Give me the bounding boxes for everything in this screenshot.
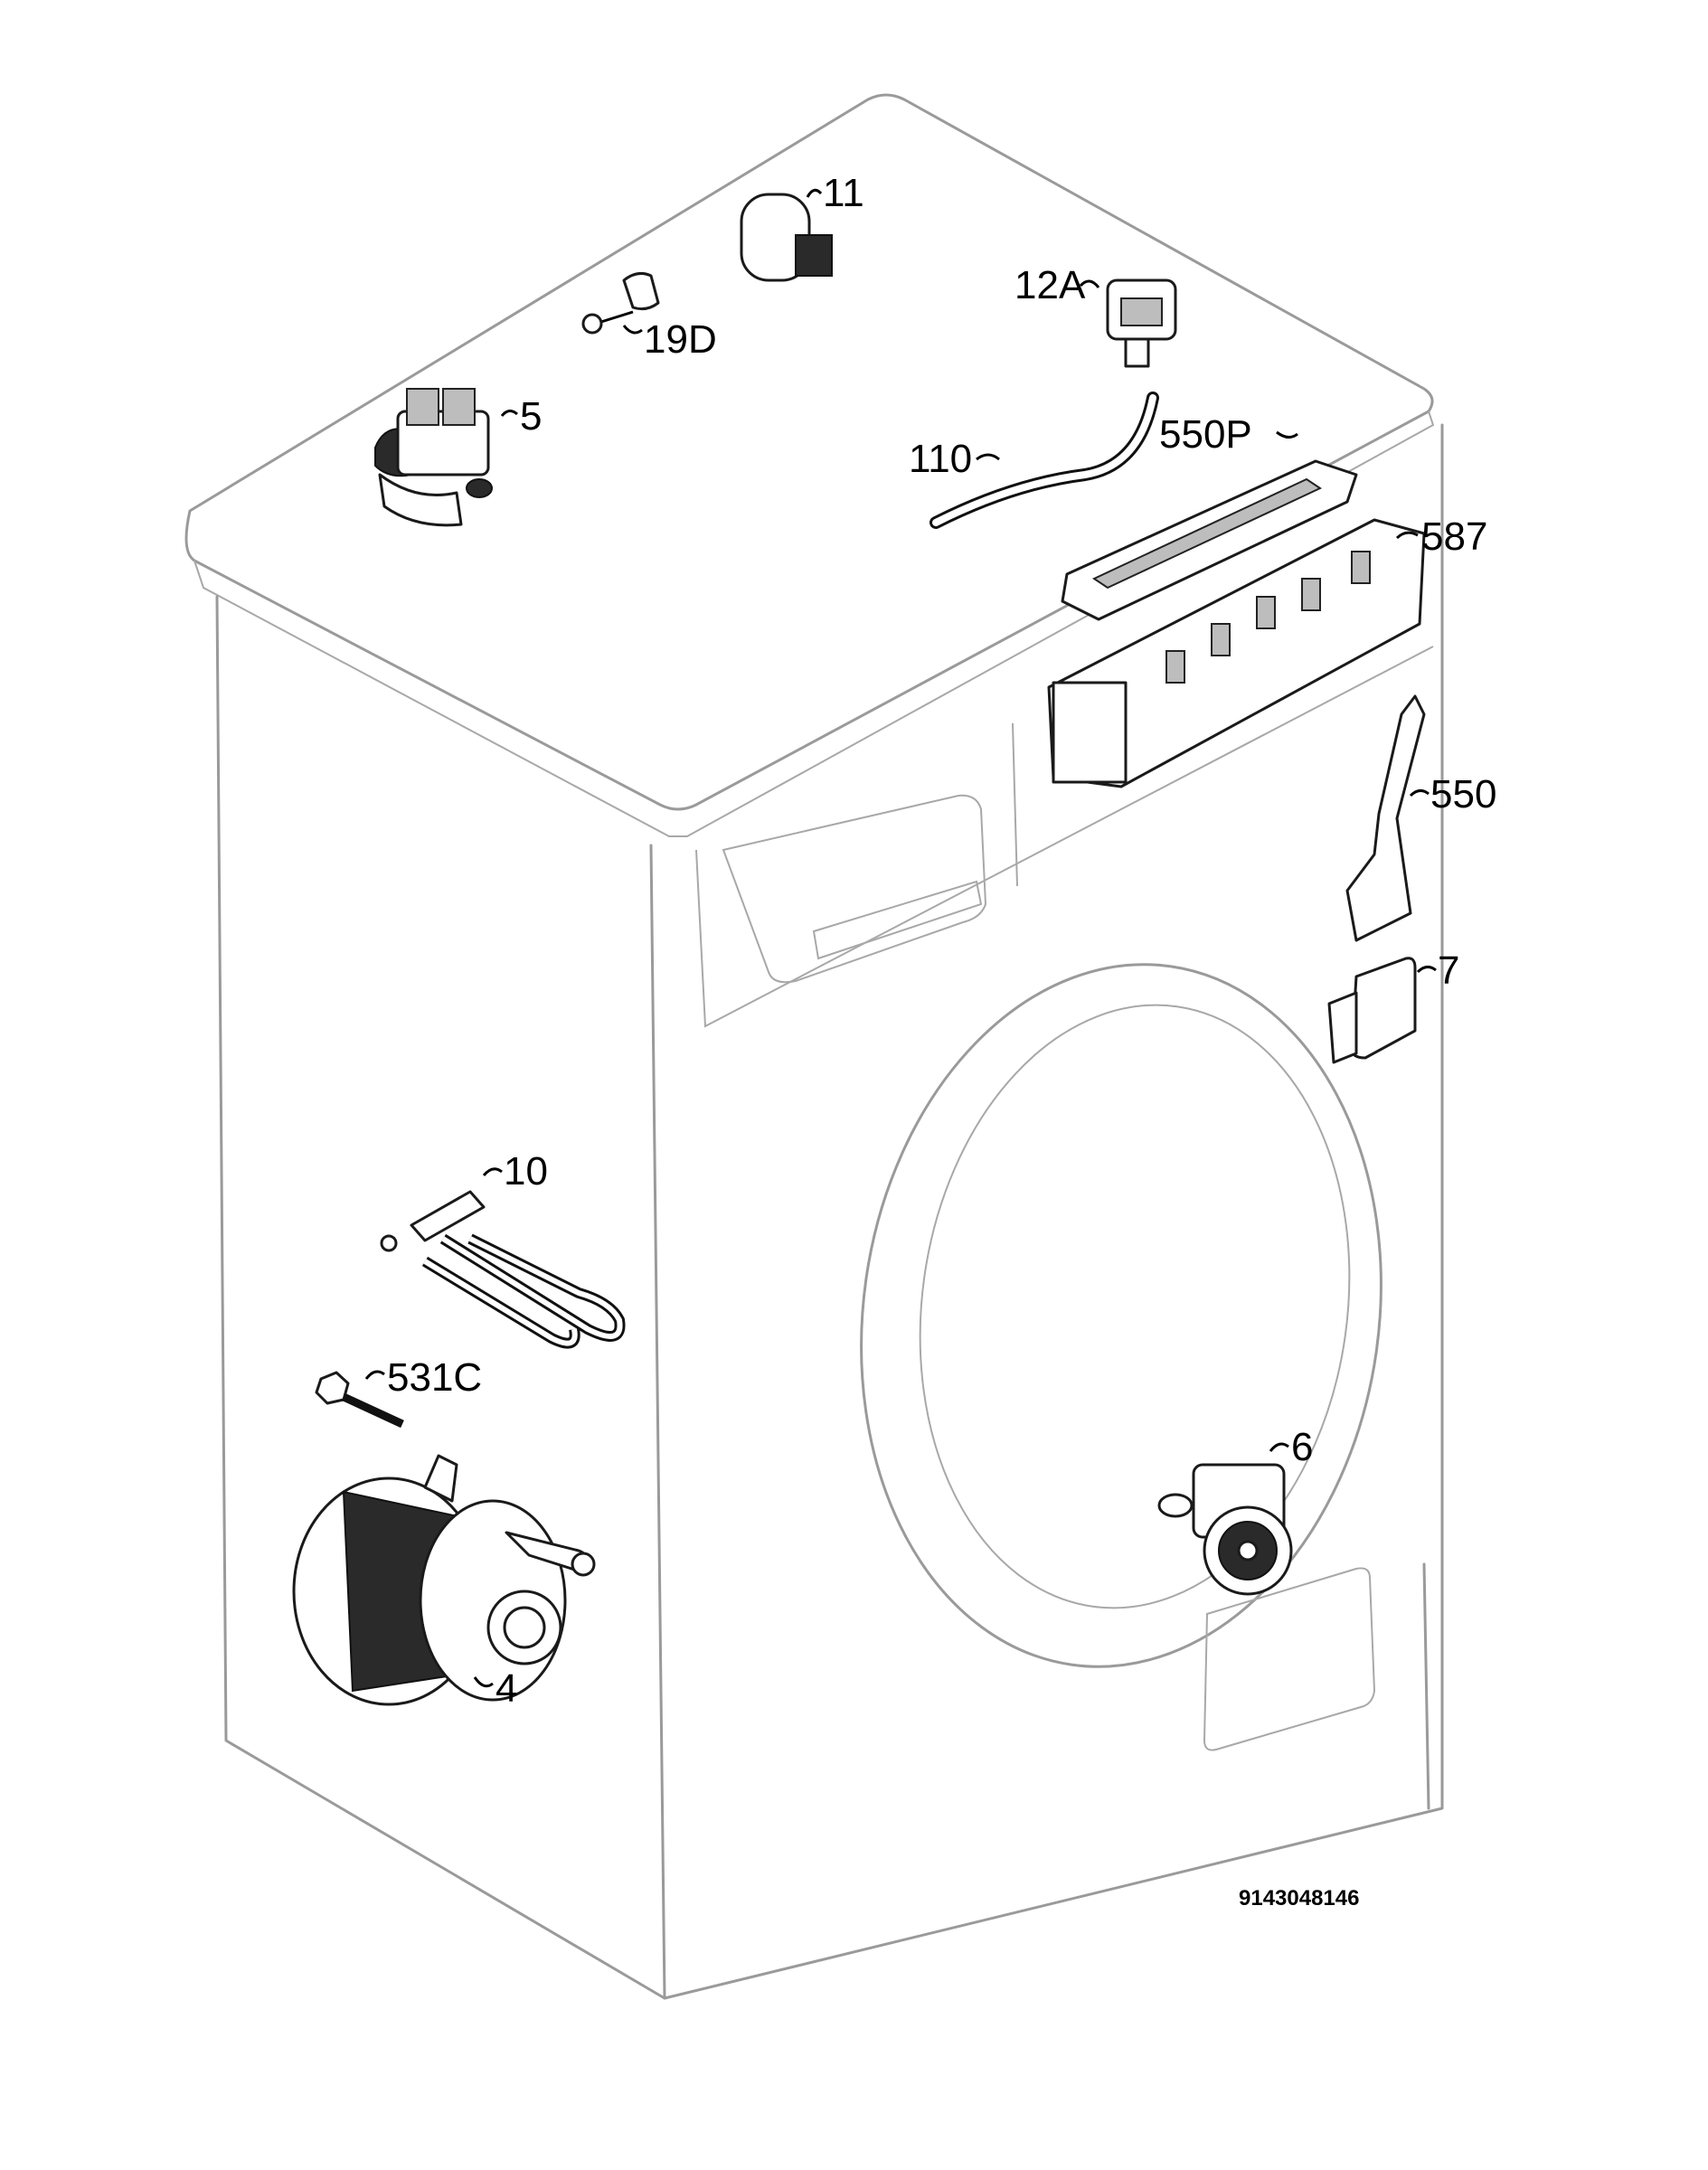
label-leaders [364, 188, 1437, 1688]
machine-cabinet-outline [184, 93, 1444, 2000]
part-labels: 11 12A 19D 5 110 550P 587 550 7 10 531C … [387, 171, 1496, 1911]
part-550-door-lever [1345, 694, 1426, 942]
part-11-capacitor [740, 193, 833, 282]
part-550P-control-panel [1061, 459, 1358, 621]
label-531C: 531C [387, 1355, 482, 1400]
label-110: 110 [909, 437, 972, 481]
label-11: 11 [823, 171, 864, 215]
part-5-inlet-valve [374, 388, 493, 527]
part-6-drain-pump [1157, 1463, 1293, 1596]
part-7-door-lock [1327, 957, 1417, 1064]
label-19D: 19D [644, 317, 717, 362]
label-550P: 550P [1159, 412, 1252, 457]
part-19D-fitting [581, 271, 660, 335]
label-6: 6 [1291, 1425, 1313, 1469]
label-12A: 12A [1014, 263, 1086, 307]
part-12A-pressure-switch [1106, 278, 1177, 368]
label-5: 5 [520, 394, 542, 439]
part-110-hose [929, 392, 1159, 529]
label-550: 550 [1430, 772, 1496, 816]
part-4-motor [292, 1454, 596, 1706]
part-587-electronic-board [1047, 518, 1426, 788]
diagram-code: 9143048146 [1239, 1886, 1359, 1911]
label-4: 4 [495, 1666, 517, 1711]
label-7: 7 [1438, 948, 1459, 993]
label-10: 10 [504, 1149, 548, 1194]
part-10-heating-element [380, 1190, 626, 1349]
part-531C-screw [315, 1371, 404, 1429]
label-587: 587 [1421, 514, 1487, 559]
